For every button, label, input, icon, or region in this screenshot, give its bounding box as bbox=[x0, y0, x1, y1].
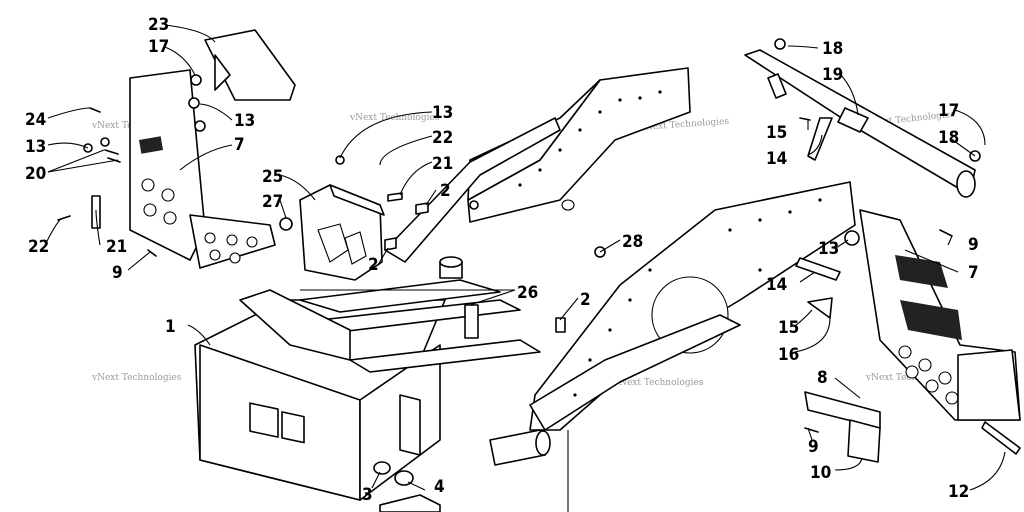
callout-19: 19 bbox=[822, 65, 843, 85]
callout-18: 18 bbox=[938, 128, 959, 148]
callout-3: 3 bbox=[362, 485, 373, 505]
callout-20: 20 bbox=[25, 164, 46, 184]
callout-2: 2 bbox=[440, 181, 451, 201]
callout-2: 2 bbox=[368, 255, 379, 275]
callout-15: 15 bbox=[778, 318, 799, 338]
callout-25: 25 bbox=[262, 167, 283, 187]
callout-13: 13 bbox=[432, 103, 453, 123]
callout-2: 2 bbox=[580, 290, 591, 310]
right-steering-post bbox=[744, 38, 1021, 463]
callout-16: 16 bbox=[778, 345, 799, 365]
callout-10: 10 bbox=[810, 463, 831, 483]
callout-13: 13 bbox=[234, 111, 255, 131]
callout-24: 24 bbox=[25, 110, 46, 130]
callout-17: 17 bbox=[938, 101, 959, 121]
lower-parts bbox=[373, 461, 441, 512]
left-support-holes bbox=[141, 178, 258, 264]
callout-17: 17 bbox=[148, 37, 169, 57]
callout-26: 26 bbox=[517, 283, 538, 303]
left-steering-support bbox=[57, 29, 296, 269]
callout-15: 15 bbox=[766, 123, 787, 143]
callout-8: 8 bbox=[817, 368, 828, 388]
callout-14: 14 bbox=[766, 275, 787, 295]
callout-28: 28 bbox=[622, 232, 643, 252]
callout-9: 9 bbox=[112, 263, 123, 283]
callout-14: 14 bbox=[766, 149, 787, 169]
callout-1: 1 bbox=[165, 317, 176, 337]
callout-13: 13 bbox=[25, 137, 46, 157]
leader-lines bbox=[44, 24, 1006, 512]
right-support-mesh bbox=[895, 255, 962, 340]
mid-steering-bracket bbox=[279, 155, 606, 339]
callout-9: 9 bbox=[968, 235, 979, 255]
callout-4: 4 bbox=[434, 477, 445, 497]
watermark-text: vNext Technologies bbox=[91, 373, 182, 383]
callout-27: 27 bbox=[262, 192, 283, 212]
callout-12: 12 bbox=[948, 482, 969, 502]
watermark-text: vNext Technologies bbox=[349, 113, 440, 123]
callout-7: 7 bbox=[234, 135, 245, 155]
callout-21: 21 bbox=[432, 154, 453, 174]
callout-21: 21 bbox=[106, 237, 127, 257]
main-chassis-frame bbox=[194, 67, 856, 501]
callout-18: 18 bbox=[822, 39, 843, 59]
callout-7: 7 bbox=[968, 263, 979, 283]
callout-9: 9 bbox=[808, 437, 819, 457]
callout-23: 23 bbox=[148, 15, 169, 35]
watermark-text: vNext Technologies bbox=[613, 378, 704, 388]
callouts: 23 17 24 13 20 13 7 22 21 9 25 27 13 22 … bbox=[25, 15, 979, 505]
right-support-holes bbox=[898, 345, 959, 405]
callout-22: 22 bbox=[28, 237, 49, 257]
rail-holes bbox=[518, 90, 822, 397]
callout-22: 22 bbox=[432, 128, 453, 148]
callout-13: 13 bbox=[818, 239, 839, 259]
